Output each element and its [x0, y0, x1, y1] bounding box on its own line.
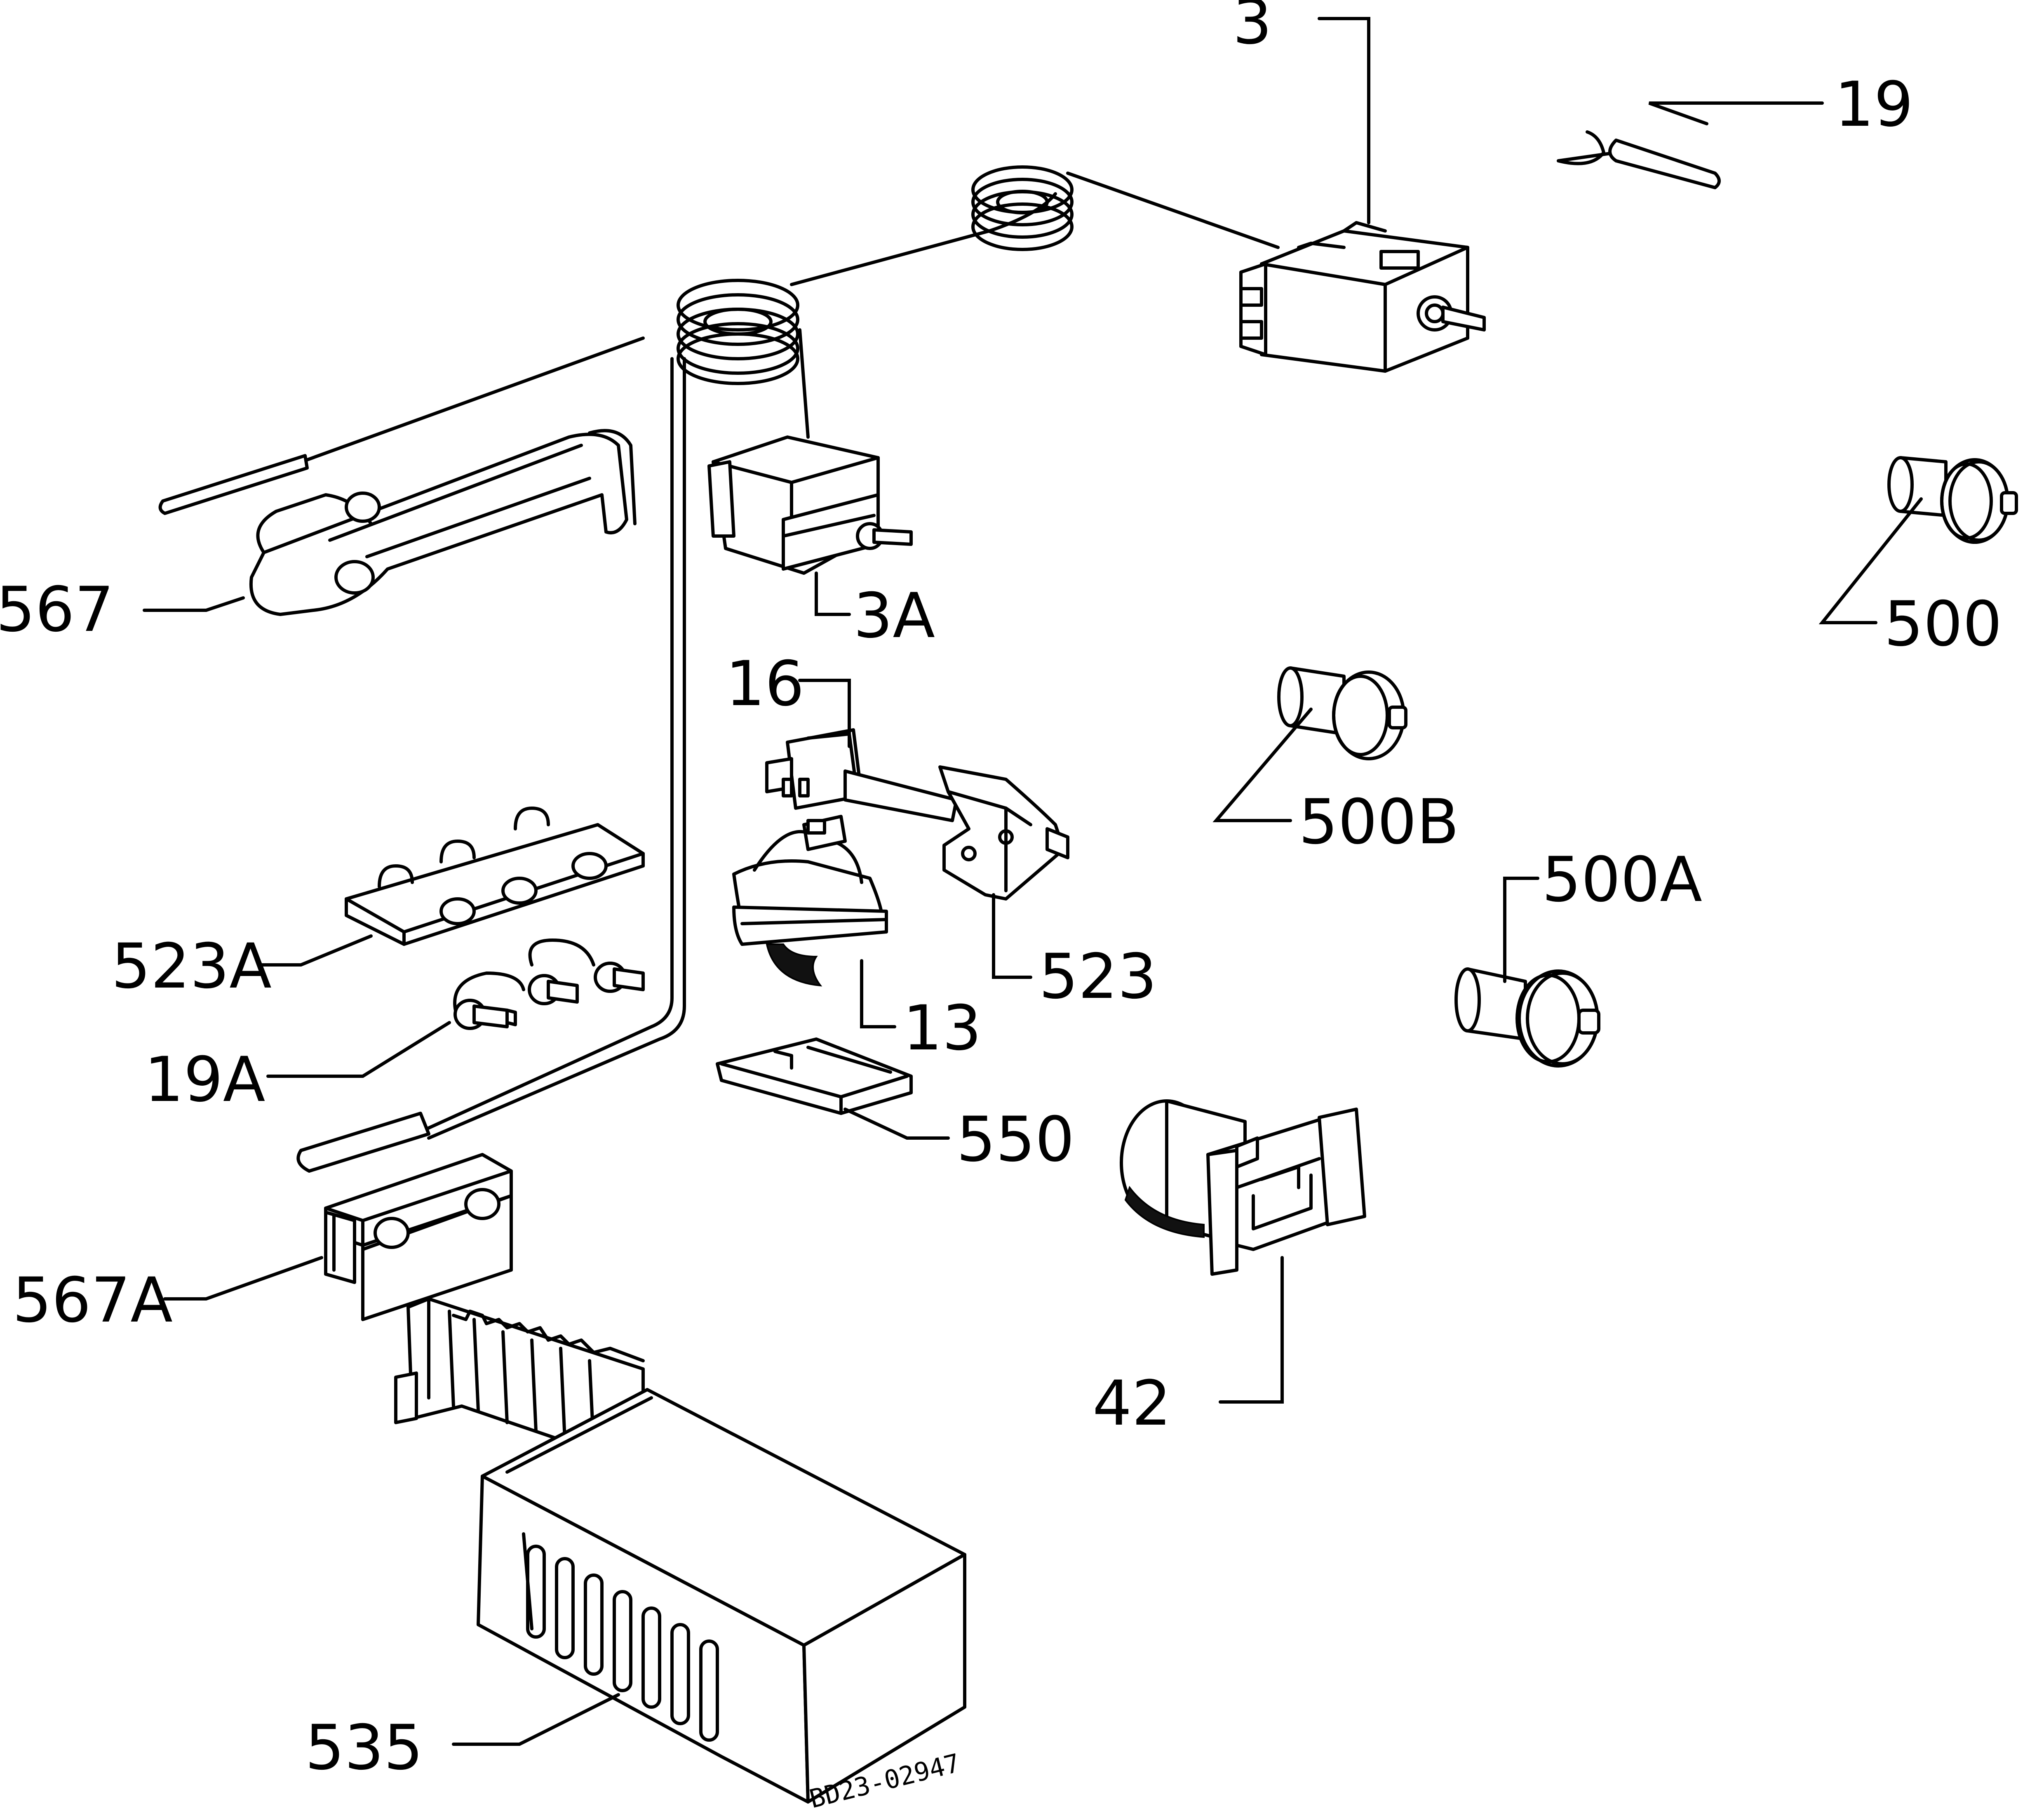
- label-16: 16: [726, 648, 804, 720]
- housing-535: [394, 1297, 966, 1804]
- bracket-523: [938, 765, 1069, 901]
- capillary-coil-center: [677, 279, 799, 385]
- lamp-500A: [1454, 967, 1600, 1068]
- label-19: 19: [1835, 69, 1913, 141]
- label-523: 523: [1039, 941, 1157, 1013]
- motor-42: [1120, 1099, 1366, 1276]
- clip-550: [716, 1037, 913, 1115]
- label-3A: 3A: [853, 580, 935, 652]
- lamp-holder-13: [732, 815, 888, 987]
- socket-plate-523A: [345, 807, 645, 946]
- label-13: 13: [903, 993, 982, 1064]
- switch-16: [765, 728, 958, 822]
- thermostat-3A: [707, 435, 913, 575]
- label-523A: 523A: [111, 931, 272, 1002]
- label-500: 500: [1884, 588, 2002, 660]
- capillary-coil-upper: [971, 165, 1074, 251]
- label-567: 567: [0, 574, 114, 646]
- sensor-holder-567: [158, 429, 637, 616]
- lamp-500B: [1277, 666, 1407, 760]
- leader-lines: [143, 17, 1923, 1746]
- label-42: 42: [1092, 1368, 1171, 1439]
- label-500A: 500A: [1542, 844, 1702, 916]
- label-567A: 567A: [12, 1265, 173, 1336]
- label-535: 535: [305, 1712, 423, 1784]
- sensor-clip-19: [1557, 130, 1721, 189]
- label-19A: 19A: [144, 1044, 265, 1116]
- label-500B: 500B: [1299, 786, 1459, 858]
- wire-connectors-19A: [453, 938, 645, 1030]
- lamp-500: [1887, 456, 2018, 544]
- label-550: 550: [956, 1104, 1074, 1176]
- label-3: 3: [1233, 0, 1272, 58]
- capillary-sensor-bulb: [296, 1112, 430, 1173]
- thermostat-3: [1239, 221, 1486, 373]
- part-labels: 3 19 567 3A 500 16 500B 500A 523A 523 13…: [0, 0, 2002, 1811]
- holder-567A: [324, 1153, 513, 1321]
